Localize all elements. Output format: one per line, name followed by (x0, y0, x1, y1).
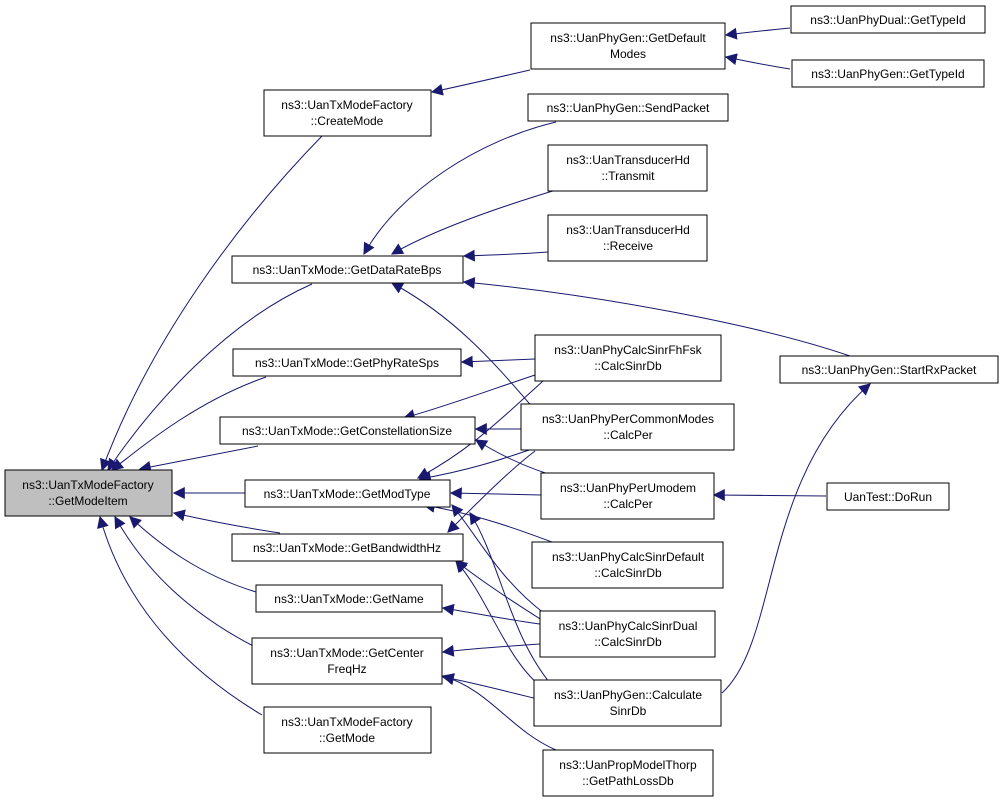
node-getdefaultmodes[interactable]: ns3::UanPhyGen::GetDefault Modes (530, 22, 726, 70)
node-getdatarate[interactable]: ns3::UanTxMode::GetDataRateBps (231, 255, 464, 284)
node-getname[interactable]: ns3::UanTxMode::GetName (255, 584, 443, 613)
node-label-line: ::CalcSinrDb (594, 359, 662, 373)
edge-createmode-getmodeitem (100, 135, 323, 472)
edge-getbandwidth-getmodeitem (172, 509, 281, 534)
node-startrx[interactable]: ns3::UanPhyGen::StartRxPacket (779, 355, 999, 384)
node-label-line: SinrDb (610, 704, 647, 718)
edge-transmit-getdatarate (390, 189, 557, 255)
node-label-line: ::Transmit (602, 169, 656, 183)
node-label-line: ns3::UanPhyDual::GetTypeId (810, 13, 965, 27)
edge-fhfsk-getmodtype (416, 380, 544, 479)
edge-calcsinr-getmodtype (469, 511, 557, 691)
node-label-line: ns3::UanPhyGen::SendPacket (547, 101, 710, 115)
edge-umodem-getmodtype (449, 487, 542, 500)
edge-dorun-umodem (712, 489, 827, 502)
node-label-line: ns3::UanTxMode::GetDataRateBps (253, 263, 442, 277)
node-label-line: ns3::UanTxModeFactory (281, 98, 412, 112)
node-label-line: ns3::UanPhyGen::GetTypeId (811, 67, 964, 81)
node-label-line: ns3::UanTxMode::GetModType (264, 487, 431, 501)
node-dorun[interactable]: UanTest::DoRun (826, 482, 950, 511)
node-label-line: ns3::UanPhyGen::Calculate (554, 688, 702, 702)
edge-commonmodes-getmodtype (418, 447, 536, 483)
node-label-line: ::Receive (603, 239, 653, 253)
node-label-line: ns3::UanTxMode::GetCenter (270, 646, 423, 660)
edge-getname-getmodeitem (129, 516, 257, 593)
edge-calcsinr-getbandwidth (455, 560, 546, 691)
edge-getdatarate-getmodeitem (107, 283, 313, 471)
node-label-line: ns3::UanTxModeFactory (281, 715, 412, 729)
node-label-line: ns3::UanTxMode::GetName (274, 592, 424, 606)
node-label-line: ns3::UanPhyGen::StartRxPacket (802, 363, 977, 377)
node-label-line: ns3::UanPhyPerCommonModes (542, 412, 714, 426)
edge-calcsinr-getcenter (441, 673, 535, 699)
node-label-line: ns3::UanPropModelThorp (559, 758, 697, 772)
node-getbandwidth[interactable]: ns3::UanTxMode::GetBandwidthHz (231, 533, 464, 562)
node-getcenter[interactable]: ns3::UanTxMode::GetCenter FreqHz (251, 637, 443, 685)
node-sinrdefault[interactable]: ns3::UanPhyCalcSinrDefault ::CalcSinrDb (531, 541, 724, 589)
edge-thorp-getcenter (441, 673, 557, 751)
edge-getcenter-getmodeitem (114, 515, 264, 652)
node-label-line: ::CalcSinrDb (594, 635, 662, 649)
node-label-line: ::CalcPer (603, 497, 652, 511)
node-label-line: ::GetModeItem (48, 494, 127, 508)
edge-sinrdefault-getmodtype (422, 500, 561, 546)
edge-dualtypeid-getdefaultmodes (724, 27, 791, 40)
edge-sinrdual-getmodtype (451, 504, 546, 615)
edge-getmode-getmodeitem (97, 515, 263, 716)
node-label-line: ::CreateMode (311, 114, 384, 128)
node-thorp[interactable]: ns3::UanPropModelThorp ::GetPathLossDb (542, 749, 714, 797)
node-dualtypeid[interactable]: ns3::UanPhyDual::GetTypeId (790, 5, 986, 34)
node-label-line: ns3::UanTxMode::GetPhyRateSps (255, 356, 439, 370)
node-label-line: ns3::UanPhyPerUmodem (560, 481, 696, 495)
node-getphyrate[interactable]: ns3::UanTxMode::GetPhyRateSps (232, 348, 462, 377)
edge-startrx-getdatarate (462, 277, 851, 357)
node-label-line: ::GetPathLossDb (582, 774, 674, 788)
node-transmit[interactable]: ns3::UanTransducerHd ::Transmit (547, 144, 708, 192)
node-label-line: ns3::UanPhyCalcSinrDual (559, 619, 698, 633)
node-umodem[interactable]: ns3::UanPhyPerUmodem ::CalcPer (540, 472, 715, 520)
edge-commonmodes-getdatarate (390, 282, 536, 411)
edge-sinrdual-getcenter (441, 643, 541, 657)
node-label-line: ns3::UanTxMode::GetBandwidthHz (253, 541, 441, 555)
node-fhfsk[interactable]: ns3::UanPhyCalcSinrFhFsk ::CalcSinrDb (534, 334, 722, 382)
node-getmodeitem[interactable]: ns3::UanTxModeFactory ::GetModeItem (4, 469, 173, 517)
edge-getdefaultmodes-createmode (430, 69, 531, 96)
edge-getphyrate-getmodeitem (111, 376, 267, 471)
node-label-line: ns3::UanPhyCalcSinrFhFsk (554, 343, 702, 357)
node-getmode[interactable]: ns3::UanTxModeFactory ::GetMode (263, 706, 432, 754)
node-createmode[interactable]: ns3::UanTxModeFactory ::CreateMode (263, 89, 432, 137)
edge-getconst-getmodeitem (138, 445, 259, 473)
node-calcsinr[interactable]: ns3::UanPhyGen::Calculate SinrDb (533, 679, 722, 727)
node-sendpacket[interactable]: ns3::UanPhyGen::SendPacket (527, 93, 729, 122)
node-label-line: ns3::UanPhyCalcSinrDefault (552, 550, 705, 564)
node-getmodtype[interactable]: ns3::UanTxMode::GetModType (244, 479, 451, 508)
node-label-line: ns3::UanTxMode::GetConstellationSize (242, 424, 452, 438)
edges (97, 27, 871, 751)
node-getconst[interactable]: ns3::UanTxMode::GetConstellationSize (219, 416, 476, 445)
edge-sinrdual-getname (441, 603, 541, 625)
node-label-line: ::CalcPer (603, 428, 652, 442)
node-label-line: ns3::UanTransducerHd (566, 223, 690, 237)
edge-calcsinr-startrx (721, 383, 871, 694)
edge-sendpacket-getdatarate (363, 121, 557, 256)
edge-receive-getdatarate (462, 249, 549, 262)
node-commonmodes[interactable]: ns3::UanPhyPerCommonModes ::CalcPer (520, 403, 735, 451)
edge-gentypeid-getdefaultmodes (724, 53, 791, 70)
node-label-line: FreqHz (327, 662, 366, 676)
node-label-line: ::CalcSinrDb (594, 566, 662, 580)
node-label-line: ns3::UanTransducerHd (566, 153, 690, 167)
node-receive[interactable]: ns3::UanTransducerHd ::Receive (547, 214, 708, 262)
node-label-line: ns3::UanPhyGen::GetDefault (550, 31, 706, 45)
node-label-line: ::GetMode (319, 731, 375, 745)
edge-fhfsk-getphyrate (460, 355, 536, 368)
node-label-line: ns3::UanTxModeFactory (22, 478, 153, 492)
node-gentypeid[interactable]: ns3::UanPhyGen::GetTypeId (791, 59, 985, 88)
edge-commonmodes-getbandwidth (447, 450, 536, 533)
nodes: ns3::UanTxModeFactory ::GetModeItem ns3:… (4, 5, 999, 797)
node-label-line: UanTest::DoRun (844, 490, 932, 504)
node-label-line: Modes (610, 47, 646, 61)
edge-fhfsk-getconst (402, 374, 536, 421)
node-sinrdual[interactable]: ns3::UanPhyCalcSinrDual ::CalcSinrDb (539, 610, 716, 658)
